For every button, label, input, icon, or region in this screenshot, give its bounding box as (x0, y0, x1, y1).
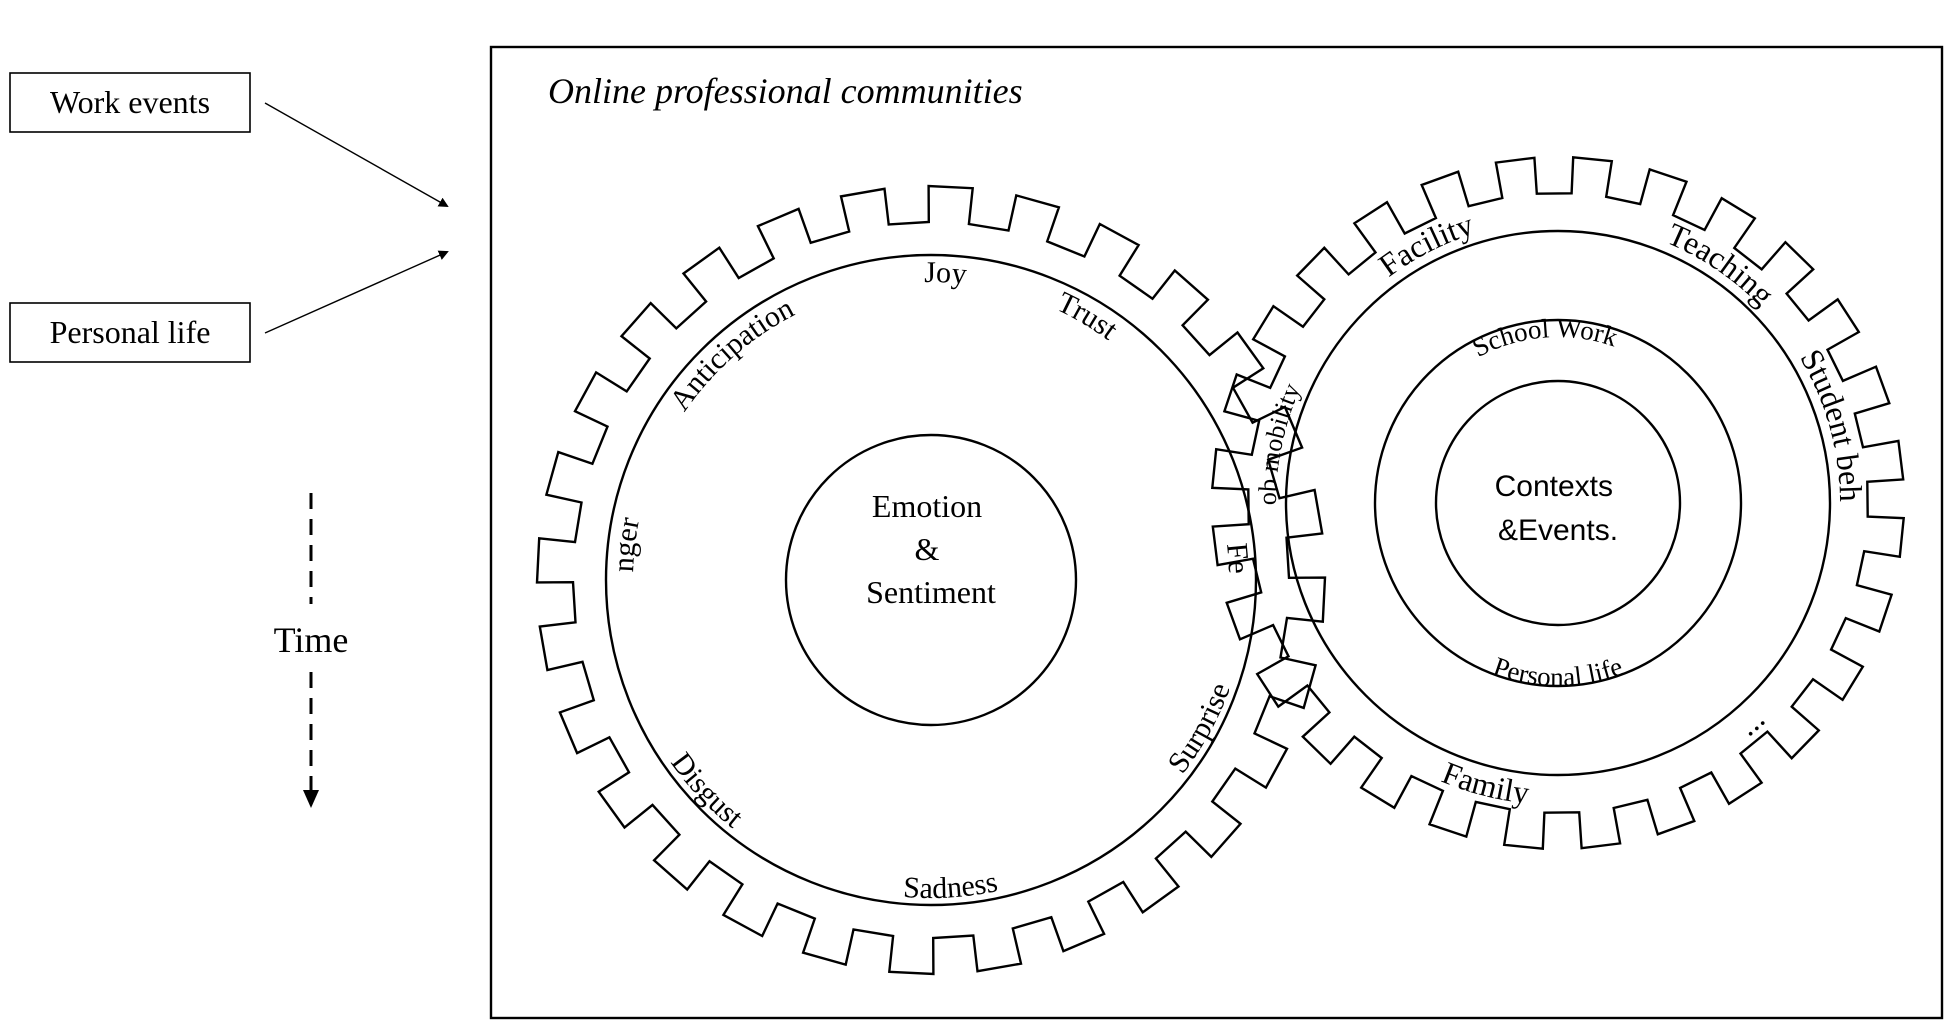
emotion-label-disgust: Disgust (665, 747, 750, 835)
emotion-label-joy: Joy (924, 256, 968, 291)
time-arrowhead (303, 790, 319, 808)
time-label: Time (274, 620, 349, 660)
emotion-gear-ring (604, 253, 1258, 907)
context-label-family: Family (1437, 754, 1531, 810)
context-center-text: Contexts &Events. (1495, 470, 1622, 547)
emotion-center-text: Emotion & Sentiment (866, 488, 996, 610)
context-gear-inner-ring (1373, 318, 1743, 688)
work-events-label: Work events (50, 84, 210, 120)
personal-life-box (9, 302, 251, 363)
context-label-personal-life: Personal life (1490, 651, 1627, 692)
emotion-label-anticipation: Anticipation (663, 291, 799, 416)
context-label-teaching: Teaching (1662, 216, 1781, 313)
work-events-box (9, 72, 251, 133)
emotion-gear-teeth (535, 184, 1327, 976)
context-label-facility: Facility (1372, 206, 1478, 283)
context-center-line-1: Contexts (1495, 470, 1613, 503)
context-center-line-2: &Events. (1498, 514, 1618, 547)
personal-life-arrow (264, 250, 449, 334)
context-gear-hub (1434, 379, 1682, 627)
emotion-center-line-1: Emotion (872, 488, 982, 524)
emotion-label-sadness: Sadness (902, 865, 1000, 905)
emotion-center-line-2: & (915, 531, 940, 567)
context-label-school-work: School Work (1467, 313, 1621, 363)
context-label-ellipsis: ... (1730, 700, 1771, 742)
context-gear-outer-ring (1284, 229, 1832, 777)
emotion-gear-hub (784, 433, 1078, 727)
context-gear-teeth (1210, 155, 1906, 851)
emotion-center-line-3: Sentiment (866, 574, 996, 610)
communities-frame (489, 45, 1944, 1020)
frame-title: Online professional communities (548, 71, 1023, 111)
work-events-arrow (264, 102, 449, 207)
personal-life-label: Personal life (50, 314, 211, 350)
